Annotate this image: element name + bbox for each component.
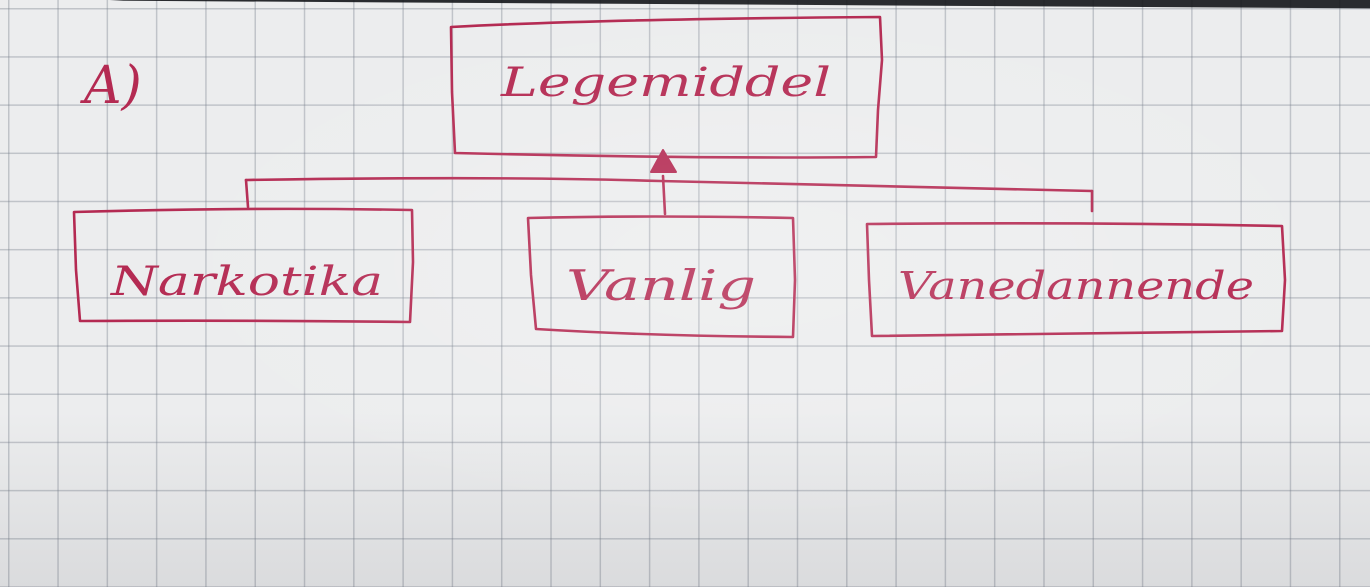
child-class-label-narkotika: Narkotika xyxy=(110,259,383,305)
connector-to-vanlig xyxy=(661,174,667,216)
horizontal-connector xyxy=(244,176,1094,193)
child-class-box-narkotika: Narkotika xyxy=(72,207,415,324)
parent-class-label: Legemiddel xyxy=(500,60,831,106)
inheritance-connectors xyxy=(244,149,1094,216)
part-label: A) xyxy=(80,56,142,116)
parent-class-border xyxy=(449,15,884,159)
child-class-border-vanedannende xyxy=(865,222,1287,338)
child-class-label-vanedannende: Vanedannende xyxy=(898,264,1254,308)
connector-to-narkotika xyxy=(244,178,250,209)
child-class-label-vanlig: Vanlig xyxy=(566,261,756,310)
child-class-border-vanlig xyxy=(526,215,797,339)
child-class-border-narkotika xyxy=(72,207,415,324)
child-class-box-vanlig: Vanlig xyxy=(526,215,797,339)
parent-class-box: Legemiddel xyxy=(449,15,884,159)
page-edge-shadow xyxy=(0,0,1370,9)
inheritance-arrow-icon xyxy=(650,149,677,173)
child-class-box-vanedannende: Vanedannende xyxy=(865,222,1287,338)
